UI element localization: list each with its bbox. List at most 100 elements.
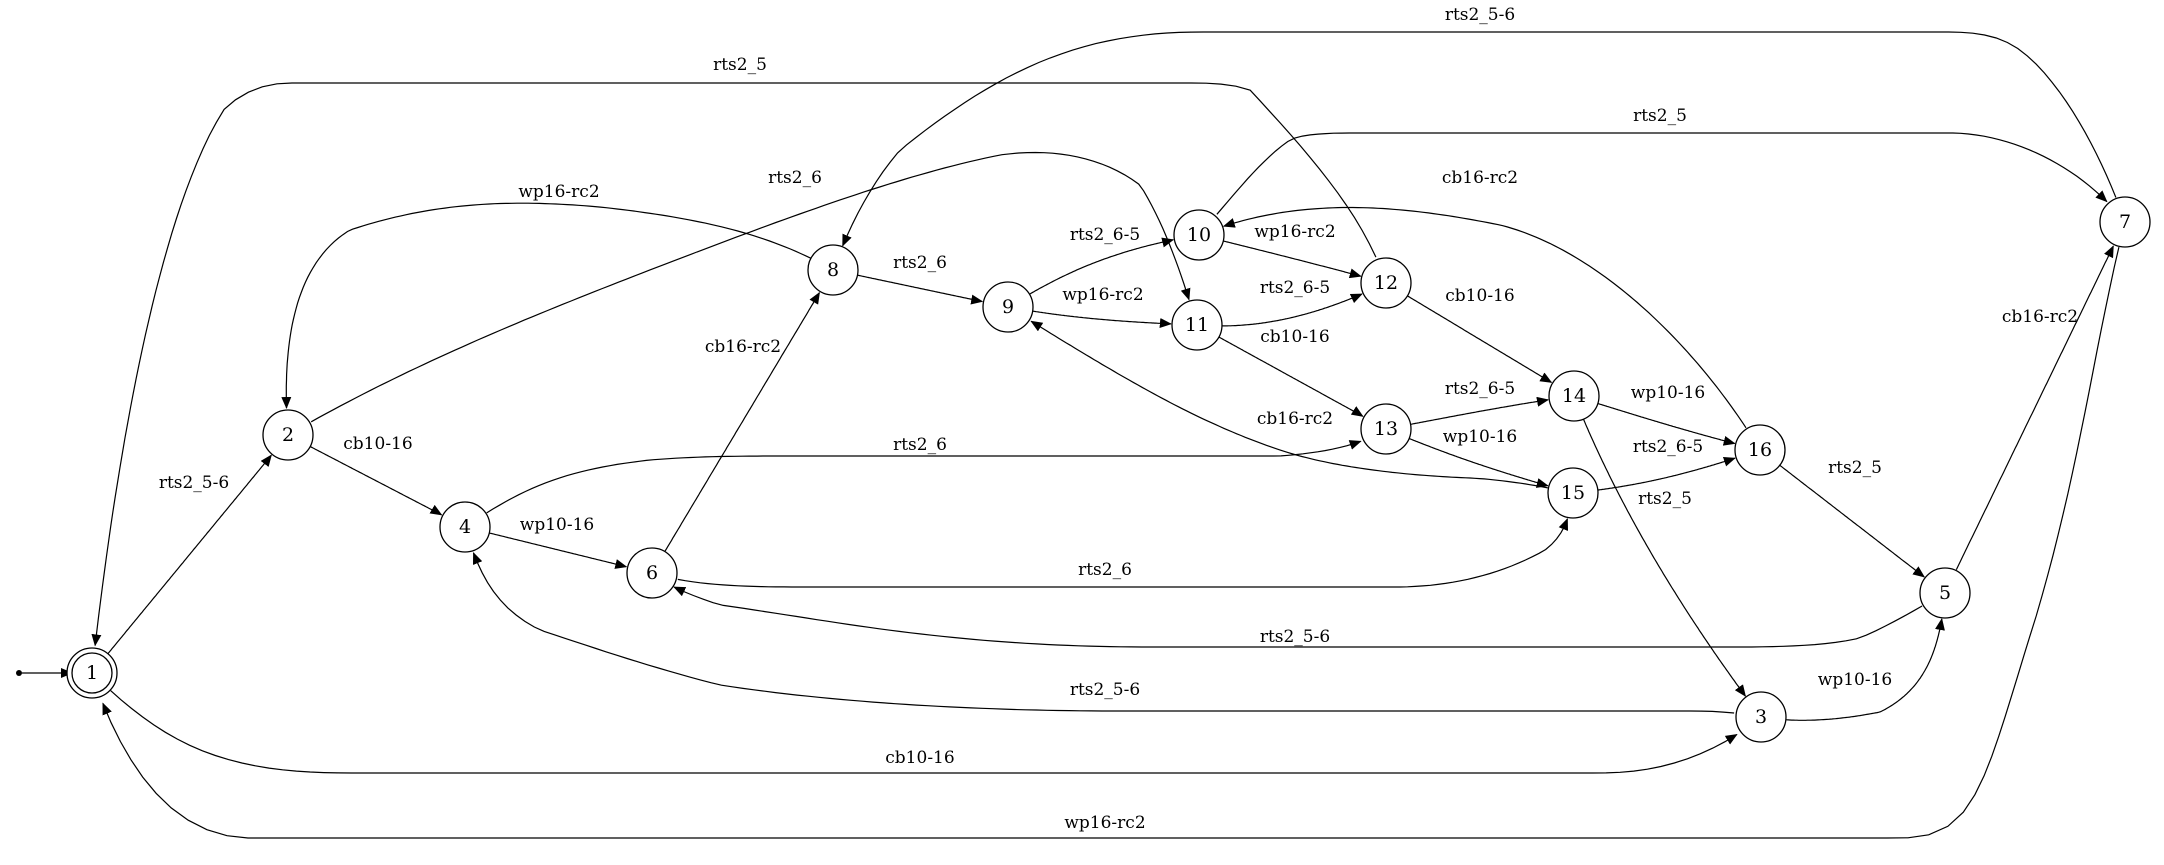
edge-labels-layer: rts2_5-6cb10-16wp16-rc2rts2_5cb10-16rts2…	[159, 5, 2078, 833]
edge-label-6-to-15: rts2_6	[1078, 560, 1132, 580]
edge-label-8-to-2: wp16-rc2	[518, 182, 599, 202]
edge-line	[472, 551, 1735, 714]
edge-label-12-to-14: cb10-16	[1445, 286, 1514, 306]
edge-8-to-9	[857, 274, 984, 305]
edge-13-to-15	[1409, 438, 1549, 488]
state-label: 6	[646, 562, 658, 584]
edge-9-to-11	[1032, 310, 1172, 328]
edge-10-to-12	[1223, 240, 1362, 279]
edge-line	[857, 274, 984, 305]
edge-8-to-2	[281, 202, 811, 409]
state-circle	[1171, 299, 1223, 351]
state-label: 16	[1748, 439, 1772, 461]
state-label: 13	[1374, 418, 1398, 440]
edge-label-12-to-1: rts2_5	[713, 55, 767, 75]
edge-label-15-to-16: rts2_6-5	[1633, 437, 1703, 457]
edge-label-16-to-10: cb16-rc2	[1442, 168, 1518, 188]
edge-15-to-16	[1597, 456, 1736, 491]
edge-12-to-1	[91, 82, 1377, 647]
state-label: 8	[827, 259, 839, 281]
edge-label-4-to-6: wp10-16	[520, 515, 594, 535]
edge-line	[1410, 396, 1549, 425]
edge-label-14-to-16: wp10-16	[1631, 383, 1705, 403]
edge-15-to-9	[1030, 320, 1548, 489]
state-node-4: 4	[439, 501, 491, 553]
accepting-state-ring	[71, 652, 113, 694]
state-node-7: 7	[2099, 196, 2151, 248]
state-circle	[626, 547, 678, 599]
edge-line	[310, 151, 1191, 423]
edge-6-to-15	[677, 517, 1569, 588]
state-label: 10	[1187, 224, 1211, 246]
state-circle	[1919, 567, 1971, 619]
edge-line	[673, 586, 1923, 648]
state-circle	[1360, 403, 1412, 455]
edge-1-to-3	[110, 690, 1738, 774]
state-label: 5	[1939, 582, 1951, 604]
edge-4-to-6	[489, 532, 628, 569]
edge-label-3-to-4: rts2_5-6	[1070, 680, 1140, 700]
edge-label-9-to-10: rts2_6-5	[1070, 225, 1140, 245]
edge-line	[1216, 132, 2108, 215]
edge-label-11-to-12: rts2_6-5	[1260, 278, 1330, 298]
state-circle	[1547, 467, 1599, 519]
state-label: 3	[1755, 706, 1767, 728]
state-circle	[982, 281, 1034, 333]
edge-label-3-to-5: wp10-16	[1818, 670, 1892, 690]
edge-line	[91, 82, 1377, 647]
edge-11-to-12	[1222, 293, 1363, 327]
edge-line	[1218, 336, 1364, 417]
state-label: 1	[86, 662, 98, 684]
edge-2-to-4	[310, 446, 443, 516]
state-node-2: 2	[262, 409, 314, 461]
edge-3-to-5	[1786, 618, 1945, 721]
state-label: 9	[1002, 296, 1014, 318]
initial-arrow	[16, 668, 73, 678]
edge-label-7-to-8: rts2_5-6	[1445, 5, 1515, 25]
edge-line	[1223, 240, 1362, 279]
state-node-8: 8	[807, 244, 859, 296]
state-circle	[1735, 691, 1787, 743]
edge-11-to-13	[1218, 336, 1364, 417]
edge-line	[842, 31, 2117, 247]
state-node-9: 9	[982, 281, 1034, 333]
edge-7-to-8	[842, 31, 2117, 247]
state-circle	[439, 501, 491, 553]
edge-2-to-11	[310, 151, 1191, 423]
edge-line	[1030, 320, 1548, 489]
state-label: 14	[1562, 385, 1586, 407]
edge-line	[110, 690, 1738, 774]
state-circle	[1173, 209, 1225, 261]
edges-layer	[91, 31, 2120, 839]
edge-line	[1029, 237, 1175, 295]
state-node-16: 16	[1734, 424, 1786, 476]
edge-line	[1779, 464, 1925, 578]
edge-line	[281, 202, 811, 409]
edge-label-16-to-5: rts2_5	[1828, 458, 1882, 478]
edge-label-6-to-8: cb16-rc2	[705, 337, 781, 357]
state-circle	[807, 244, 859, 296]
edge-label-4-to-13: rts2_6	[893, 435, 947, 455]
state-circle	[1548, 370, 1600, 422]
edge-label-13-to-14: rts2_6-5	[1445, 379, 1515, 399]
edge-line	[664, 291, 820, 552]
edge-line	[1955, 245, 2114, 571]
edge-label-9-to-11: wp16-rc2	[1062, 285, 1143, 305]
state-circle	[1360, 257, 1412, 309]
state-node-13: 13	[1360, 403, 1412, 455]
state-label: 15	[1561, 482, 1585, 504]
edge-line	[1407, 295, 1553, 383]
state-node-10: 10	[1173, 209, 1225, 261]
state-node-1: 1	[66, 647, 118, 699]
edge-6-to-8	[664, 291, 820, 552]
edge-3-to-4	[472, 551, 1735, 714]
state-label: 11	[1185, 314, 1209, 336]
edge-label-2-to-11: rts2_6	[768, 168, 822, 188]
state-node-5: 5	[1919, 567, 1971, 619]
edge-14-to-16	[1597, 403, 1736, 446]
edge-10-to-7	[1216, 132, 2108, 215]
edge-16-to-5	[1779, 464, 1925, 578]
edge-12-to-14	[1407, 295, 1553, 383]
